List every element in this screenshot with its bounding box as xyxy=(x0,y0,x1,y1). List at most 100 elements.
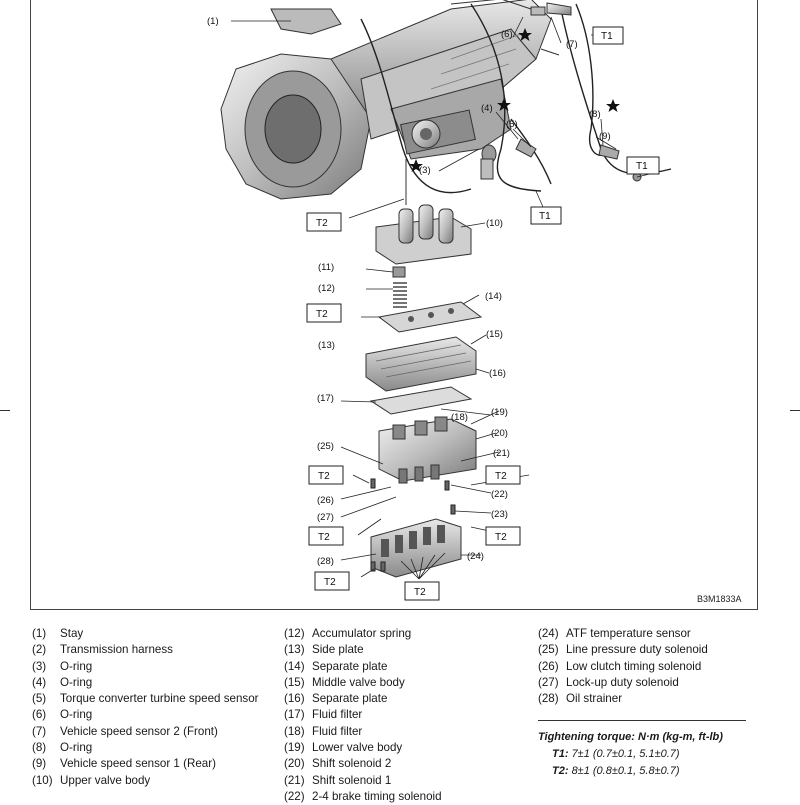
callout-13: (13) xyxy=(318,340,335,351)
callout-6: (6) xyxy=(501,29,513,40)
torque-tag-t2-right-b: T2 xyxy=(485,526,521,546)
legend-item-number: (9) xyxy=(32,757,47,771)
legend-item-label: Stay xyxy=(60,627,84,640)
torque-tag-t1-top: T1 xyxy=(592,26,624,45)
legend-item: (26)Low clutch timing solenoid xyxy=(538,659,763,675)
callout-25: (25) xyxy=(317,441,334,452)
separate-plate-lower xyxy=(369,386,473,415)
svg-text:T2: T2 xyxy=(318,532,330,543)
legend-item-number: (6) xyxy=(32,708,47,722)
torque-tag-t2-bottom-left: T2 xyxy=(314,571,350,591)
torque-tag-t2-upper: T2 xyxy=(306,212,342,232)
legend-item: (4)O-ring xyxy=(32,675,267,691)
callout-22: (22) xyxy=(491,489,508,500)
legend-item-number: (17) xyxy=(284,708,305,722)
legend-item-number: (13) xyxy=(284,643,305,657)
callout-18: (18) xyxy=(451,412,468,423)
exploded-view-diagram: (1) (3) (4) (5) (6) (7) (8) (9) (10) (11… xyxy=(207,0,742,604)
legend-item-label: Side plate xyxy=(312,643,364,657)
legend-item-number: (27) xyxy=(538,675,559,689)
legend-item-label: ATF temperature sensor xyxy=(566,627,691,640)
torque-tag-t1-right: T1 xyxy=(626,156,660,175)
legend-item-label: Upper valve body xyxy=(60,773,151,787)
legend-item-label: Shift solenoid 1 xyxy=(312,773,392,787)
svg-text:T1: T1 xyxy=(539,211,551,222)
svg-text:T1: T1 xyxy=(601,31,613,42)
legend-item: (12)Accumulator spring xyxy=(284,626,519,642)
figure-id: B3M1833A xyxy=(697,594,742,604)
legend-item: (2)Transmission harness xyxy=(32,642,267,658)
callout-20: (20) xyxy=(491,428,508,439)
legend-item-label: Fluid filter xyxy=(312,708,363,722)
legend-item: (9) Vehicle speed sensor 1 (Rear) xyxy=(32,756,267,772)
torque-tag-t2-bottom: T2 xyxy=(404,581,440,601)
legend-item: (5)Torque converter turbine speed sensor xyxy=(32,691,267,707)
legend-item-number: (10) xyxy=(32,773,53,787)
legend-item: (24)ATF temperature sensor xyxy=(538,626,763,642)
callout-7: (7) xyxy=(566,39,578,50)
legend-item-number: (8) xyxy=(32,741,47,755)
callout-24: (24) xyxy=(467,551,484,562)
legend-item-label: Torque converter turbine speed sensor xyxy=(60,692,259,706)
callout-26: (26) xyxy=(317,495,334,506)
svg-text:T2: T2 xyxy=(414,587,426,598)
legend-item-label: Vehicle speed sensor 1 (Rear) xyxy=(60,757,216,771)
callout-23: (23) xyxy=(491,509,508,520)
separate-plate-upper xyxy=(377,301,483,333)
accumulator-spring xyxy=(392,266,407,308)
legend-item: (20)Shift solenoid 2 xyxy=(284,756,519,772)
legend-item-number: (12) xyxy=(284,627,305,640)
legend-item: (7)Vehicle speed sensor 2 (Front) xyxy=(32,724,267,740)
legend-item-label: Fluid filter xyxy=(312,724,363,738)
oil-strainer xyxy=(370,518,462,578)
torque-tag-t2-plate: T2 xyxy=(306,303,342,323)
legend-item-number: (28) xyxy=(538,692,559,706)
legend-item: (1) Stay xyxy=(32,626,267,642)
legend-item-number: (14) xyxy=(284,659,305,673)
torque-tag-t2-right-a: T2 xyxy=(485,465,521,485)
torque-tag-t1-mid: T1 xyxy=(530,206,562,225)
torque-value-t2: T2: 8±1 (0.8±0.1, 5.8±0.7) xyxy=(552,765,680,777)
legend-item-label: 2-4 brake timing solenoid xyxy=(312,789,442,803)
legend-item: (17) Fluid filter xyxy=(284,707,519,723)
callout-4: (4) xyxy=(481,103,493,114)
legend-item-number: (1) xyxy=(32,627,47,640)
lower-valve-body xyxy=(378,416,477,484)
legend-item: (22)2-4 brake timing solenoid xyxy=(284,789,519,805)
legend-item-number: (25) xyxy=(538,643,559,657)
legend-item: (8)O-ring xyxy=(32,740,267,756)
legend-item-label: O-ring xyxy=(60,708,93,722)
legend-item-number: (2) xyxy=(32,643,47,657)
callout-12: (12) xyxy=(318,283,335,294)
callout-27: (27) xyxy=(317,512,334,523)
legend-item: (25)Line pressure duty solenoid xyxy=(538,642,763,658)
middle-valve-body xyxy=(365,336,477,392)
speed-sensors xyxy=(480,2,642,182)
page-edge-tick-right xyxy=(790,410,800,411)
torque-tags: T1 T1 T1 T2 T2 T2 xyxy=(306,26,660,601)
legend-item-label: Separate plate xyxy=(312,659,388,673)
legend-item: (13) Side plate xyxy=(284,642,519,658)
legend-item-number: (21) xyxy=(284,773,305,787)
page-edge-tick-left xyxy=(0,410,10,411)
callout-21: (21) xyxy=(493,448,510,459)
callout-11: (11) xyxy=(318,262,334,273)
callout-10: (10) xyxy=(486,218,503,229)
legend-item-label: Vehicle speed sensor 2 (Front) xyxy=(60,724,218,738)
legend-column-2: (12)Accumulator spring(13) Side plate (14)… xyxy=(284,626,519,805)
legend-item-number: (16) xyxy=(284,692,305,706)
legend-item: (21) Shift solenoid 1 xyxy=(284,773,519,789)
callout-5: (5) xyxy=(506,119,518,130)
legend-item-label: Middle valve body xyxy=(312,675,405,689)
svg-text:T2: T2 xyxy=(324,577,336,588)
callout-1: (1) xyxy=(207,16,219,27)
legend-item: (16)Separate plate xyxy=(284,691,519,707)
torque-heading: Tightening torque: N·m (kg-m, ft-lb) xyxy=(538,731,723,743)
legend-item-number: (26) xyxy=(538,659,559,673)
svg-text:T2: T2 xyxy=(316,218,328,229)
tightening-torque-box: Tightening torque: N·m (kg-m, ft-lb) T1:… xyxy=(538,720,746,780)
upper-valve-body xyxy=(375,159,472,265)
callout-15: (15) xyxy=(486,329,503,340)
transmission-assembly xyxy=(220,0,552,200)
legend-item-label: Shift solenoid 2 xyxy=(312,757,392,771)
